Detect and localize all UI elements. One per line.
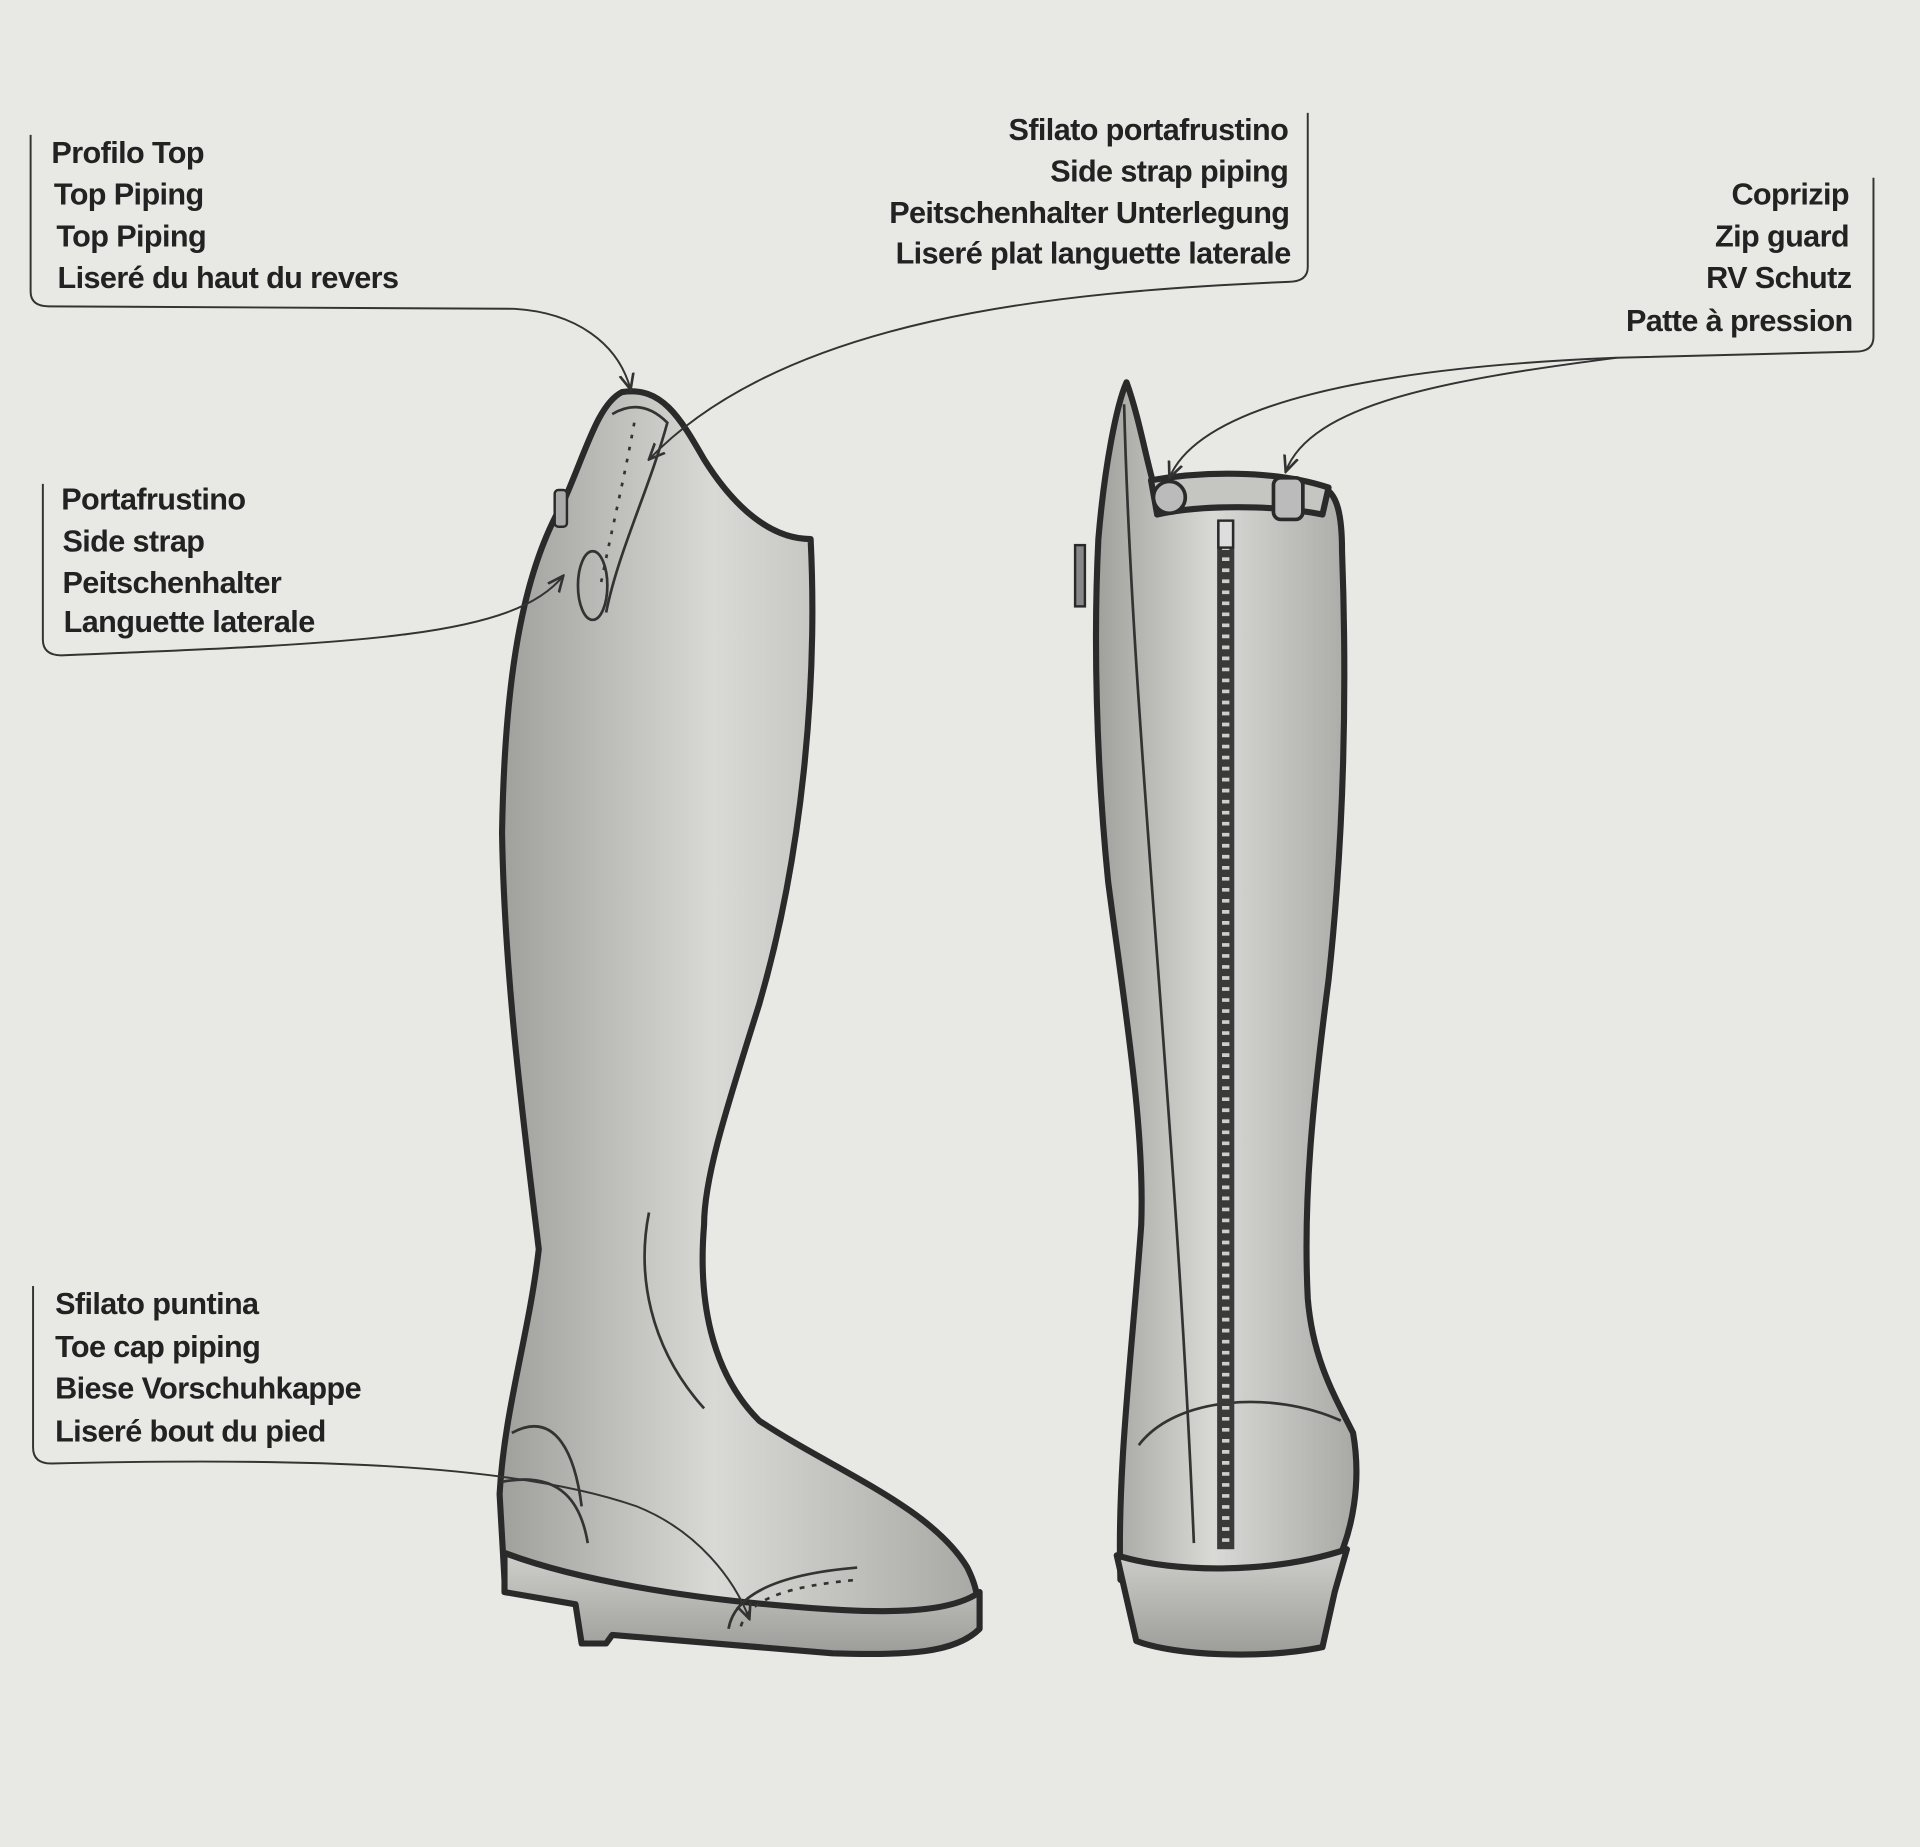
- back-side-strap: [1073, 543, 1087, 608]
- callout-line: Biese Vorschuhkappe: [55, 1372, 361, 1406]
- callout-line: Toe cap piping: [55, 1330, 260, 1364]
- front-flap-edge: [1122, 404, 1196, 1544]
- zip-guard-tab: [1271, 475, 1305, 522]
- callout-line: RV Schutz: [1706, 261, 1852, 295]
- zipper-pull: [1217, 519, 1235, 549]
- callout-line: Peitschenhalter: [62, 566, 281, 600]
- callout-line: Top Piping: [54, 178, 204, 212]
- callout-line: Side strap piping: [1050, 154, 1288, 188]
- callout-zip-guard: Coprizip Zip guard RV Schutz Patte à pre…: [1169, 178, 1875, 478]
- callout-line: Sfilato puntina: [55, 1287, 260, 1321]
- callout-line: Patte à pression: [1626, 304, 1853, 338]
- callout-line: Profilo Top: [51, 136, 204, 170]
- callout-line: Side strap: [62, 524, 204, 558]
- back-boot-heel: [1113, 1546, 1350, 1658]
- side-strap-tab: [553, 488, 569, 528]
- callout-line: Liseré plat languette laterale: [896, 237, 1291, 271]
- callout-line: Coprizip: [1731, 178, 1849, 212]
- callout-line: Zip guard: [1715, 219, 1849, 253]
- gaiter-panel-line: [643, 1212, 706, 1410]
- callout-line: Top Piping: [56, 219, 206, 253]
- callout-line: Liseré du haut du revers: [58, 261, 399, 295]
- zip-guard-snap: [1151, 479, 1188, 516]
- callout-top-piping: Profilo Top Top Piping Top Piping Liseré…: [29, 134, 631, 390]
- callout-line: Sfilato portafrustino: [1009, 113, 1289, 147]
- side-view-boot: [496, 388, 983, 1658]
- boot-shaft: [496, 388, 981, 1645]
- callout-line: Languette laterale: [64, 605, 315, 639]
- callout-side-strap-piping: Sfilato portafrustino Side strap piping …: [649, 113, 1309, 460]
- back-view-boot: [1073, 379, 1360, 1658]
- toe-cap-piping: [739, 1578, 858, 1627]
- callout-toe-cap-piping: Sfilato puntina Toe cap piping Biese Vor…: [32, 1285, 749, 1619]
- callout-line: Peitschenhalter Unterlegung: [889, 196, 1289, 230]
- callout-line: Portafrustino: [61, 483, 245, 517]
- callout-line: Liseré bout du pied: [55, 1414, 326, 1448]
- side-strap-loop: [576, 549, 609, 622]
- callout-side-strap: Portafrustino Side strap Peitschenhalter…: [41, 483, 563, 657]
- toe-cap-line: [727, 1566, 858, 1630]
